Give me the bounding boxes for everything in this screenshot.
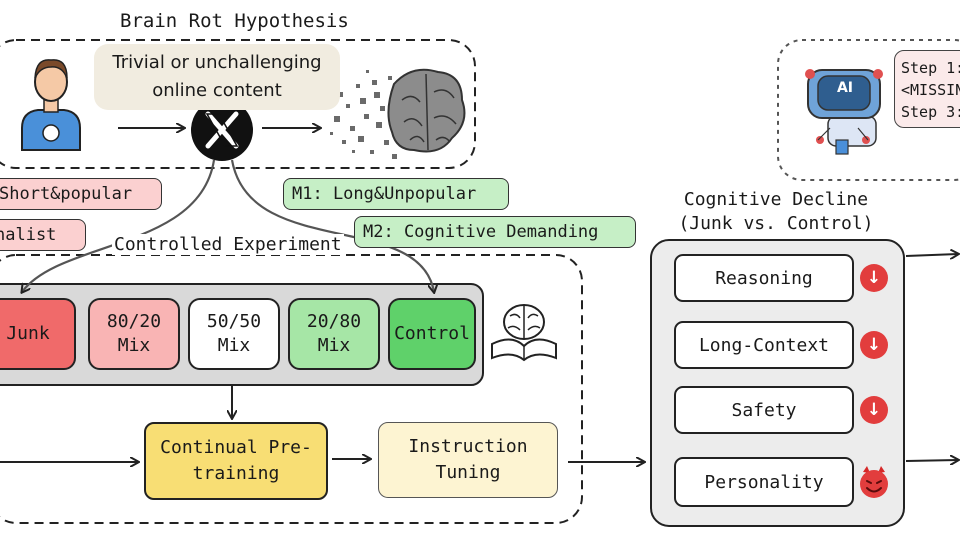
instruction-tuning-box: Instruction Tuning: [378, 422, 558, 498]
decline-title-line1: Cognitive Decline: [683, 189, 869, 210]
mix-20-80-box: 20/80 Mix: [288, 298, 380, 370]
arrow-x-to-control: [230, 159, 434, 292]
decline-arrow-icon: ↓: [860, 264, 888, 292]
metric-safety: Safety: [674, 386, 854, 434]
control-metric-m1-tag: M1: Long&Unpopular: [283, 178, 509, 210]
robot-icon: [805, 69, 883, 155]
mix-label-line1: Junk: [6, 323, 50, 344]
mix-label-line2: Mix: [117, 335, 151, 356]
junk-metric-m2-tag: nalist: [0, 219, 86, 251]
robot-step1: Step 1:: [901, 59, 960, 77]
mix-50-50-box: 50/50 Mix: [188, 298, 280, 370]
robot-step3: Step 3:: [901, 103, 960, 121]
control-data-box: Control: [388, 298, 476, 370]
devil-face-icon: [860, 466, 888, 498]
content-description-line2: online content: [152, 80, 282, 101]
metric-reasoning: Reasoning: [674, 254, 854, 302]
tuning-line1: Instruction: [408, 436, 528, 457]
mix-label-line2: Mix: [217, 335, 251, 356]
hypothesis-title: Brain Rot Hypothesis: [120, 10, 349, 32]
mix-label-line1: 20/80: [306, 311, 362, 332]
brain-decay-icon: [330, 68, 466, 159]
metric-long-context: Long-Context: [674, 321, 854, 369]
pretraining-line1: Continual Pre-: [160, 437, 312, 458]
decline-arrow-icon: ↓: [860, 331, 888, 359]
continual-pretraining-box: Continual Pre- training: [144, 422, 328, 500]
junk-data-box: Junk: [0, 298, 76, 370]
brain-book-icon: [491, 304, 557, 362]
control-metric-m2-tag: M2: Cognitive Demanding: [354, 216, 636, 248]
decline-arrow-icon: ↓: [860, 396, 888, 424]
decline-panel: [650, 239, 905, 527]
decline-title: Cognitive Decline (Junk vs. Control): [656, 188, 896, 236]
arrow-decline-out-top: [905, 254, 958, 256]
arrow-decline-out-bottom: [905, 460, 958, 461]
x-logo-icon: [191, 99, 253, 161]
content-description-line1: Trivial or unchallenging: [112, 52, 322, 73]
robot-step2: <MISSIN: [901, 81, 960, 99]
metric-personality: Personality: [674, 457, 854, 507]
mix-label-line2: Mix: [317, 335, 351, 356]
content-description-box: Trivial or unchallenging online content: [94, 44, 340, 110]
decline-title-line2: (Junk vs. Control): [678, 213, 874, 234]
experiment-panel: [0, 254, 583, 524]
experiment-title: Controlled Experiment: [112, 234, 344, 255]
robot-speech-bubble: Step 1: <MISSIN Step 3:: [894, 50, 960, 128]
robot-panel: [777, 39, 960, 181]
mix-label-line1: 50/50: [206, 311, 262, 332]
junk-metric-m1-tag: Short&popular: [0, 178, 162, 210]
mix-label-line1: Control: [394, 323, 470, 344]
tuning-line2: Tuning: [435, 462, 501, 483]
mix-80-20-box: 80/20 Mix: [88, 298, 180, 370]
hypothesis-panel: [0, 39, 476, 169]
mix-label-line1: 80/20: [106, 311, 162, 332]
pretraining-line2: training: [192, 463, 280, 484]
user-avatar-icon: [21, 59, 81, 151]
robot-ai-label: AI: [836, 80, 854, 96]
